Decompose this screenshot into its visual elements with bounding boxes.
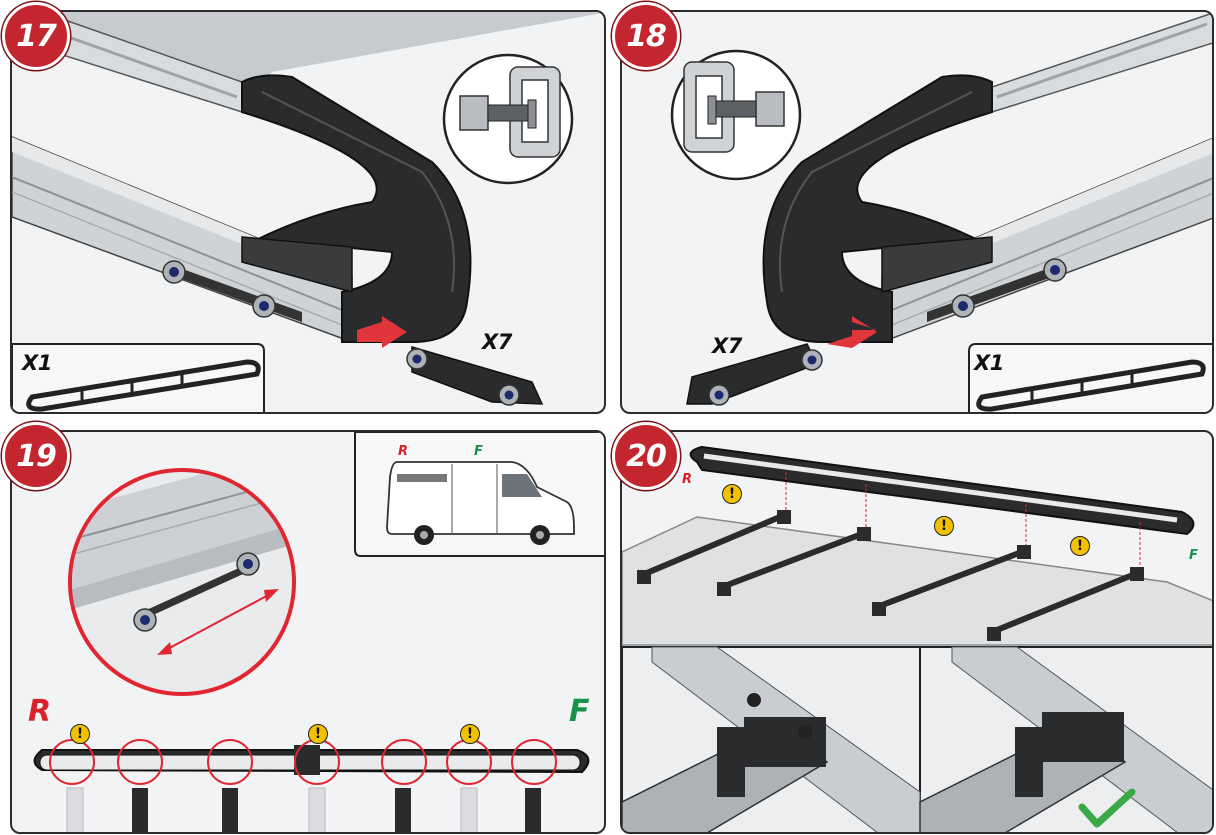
step-17-badge: 17 [2,2,70,70]
step-18-panel: X7 X1 [620,10,1214,414]
front-label: F [569,694,590,729]
step-20-badge: 20 [612,422,680,490]
rear-label: R [28,694,52,729]
warning-icon: ! [460,724,480,744]
step-20-illustration [622,445,1212,832]
step-19-panel: R F R F ! ! ! [10,430,606,834]
warning-icon: ! [934,516,954,536]
step-17-illustration [12,12,604,412]
part-quantity-label: X7 [712,334,742,358]
warning-icon: ! [308,724,328,744]
rear-label: R [682,472,693,487]
van-icon [386,461,575,545]
step-19-badge: 19 [2,422,70,490]
step-18-illustration [670,12,1212,412]
van-rear-label: R [398,444,409,459]
warning-icon: ! [1070,536,1090,556]
warning-icon: ! [70,724,90,744]
step-18-badge: 18 [612,2,680,70]
van-front-label: F [474,444,483,459]
step-20-panel: R F ! ! ! [620,430,1214,834]
part-quantity-label: X7 [482,330,512,354]
rail-quantity-label: X1 [22,351,52,375]
step-17-panel: X7 X1 [10,10,606,414]
warning-icon: ! [722,484,742,504]
rail-quantity-label: X1 [974,351,1004,375]
front-label: F [1189,548,1198,563]
step-19-illustration [33,432,604,832]
